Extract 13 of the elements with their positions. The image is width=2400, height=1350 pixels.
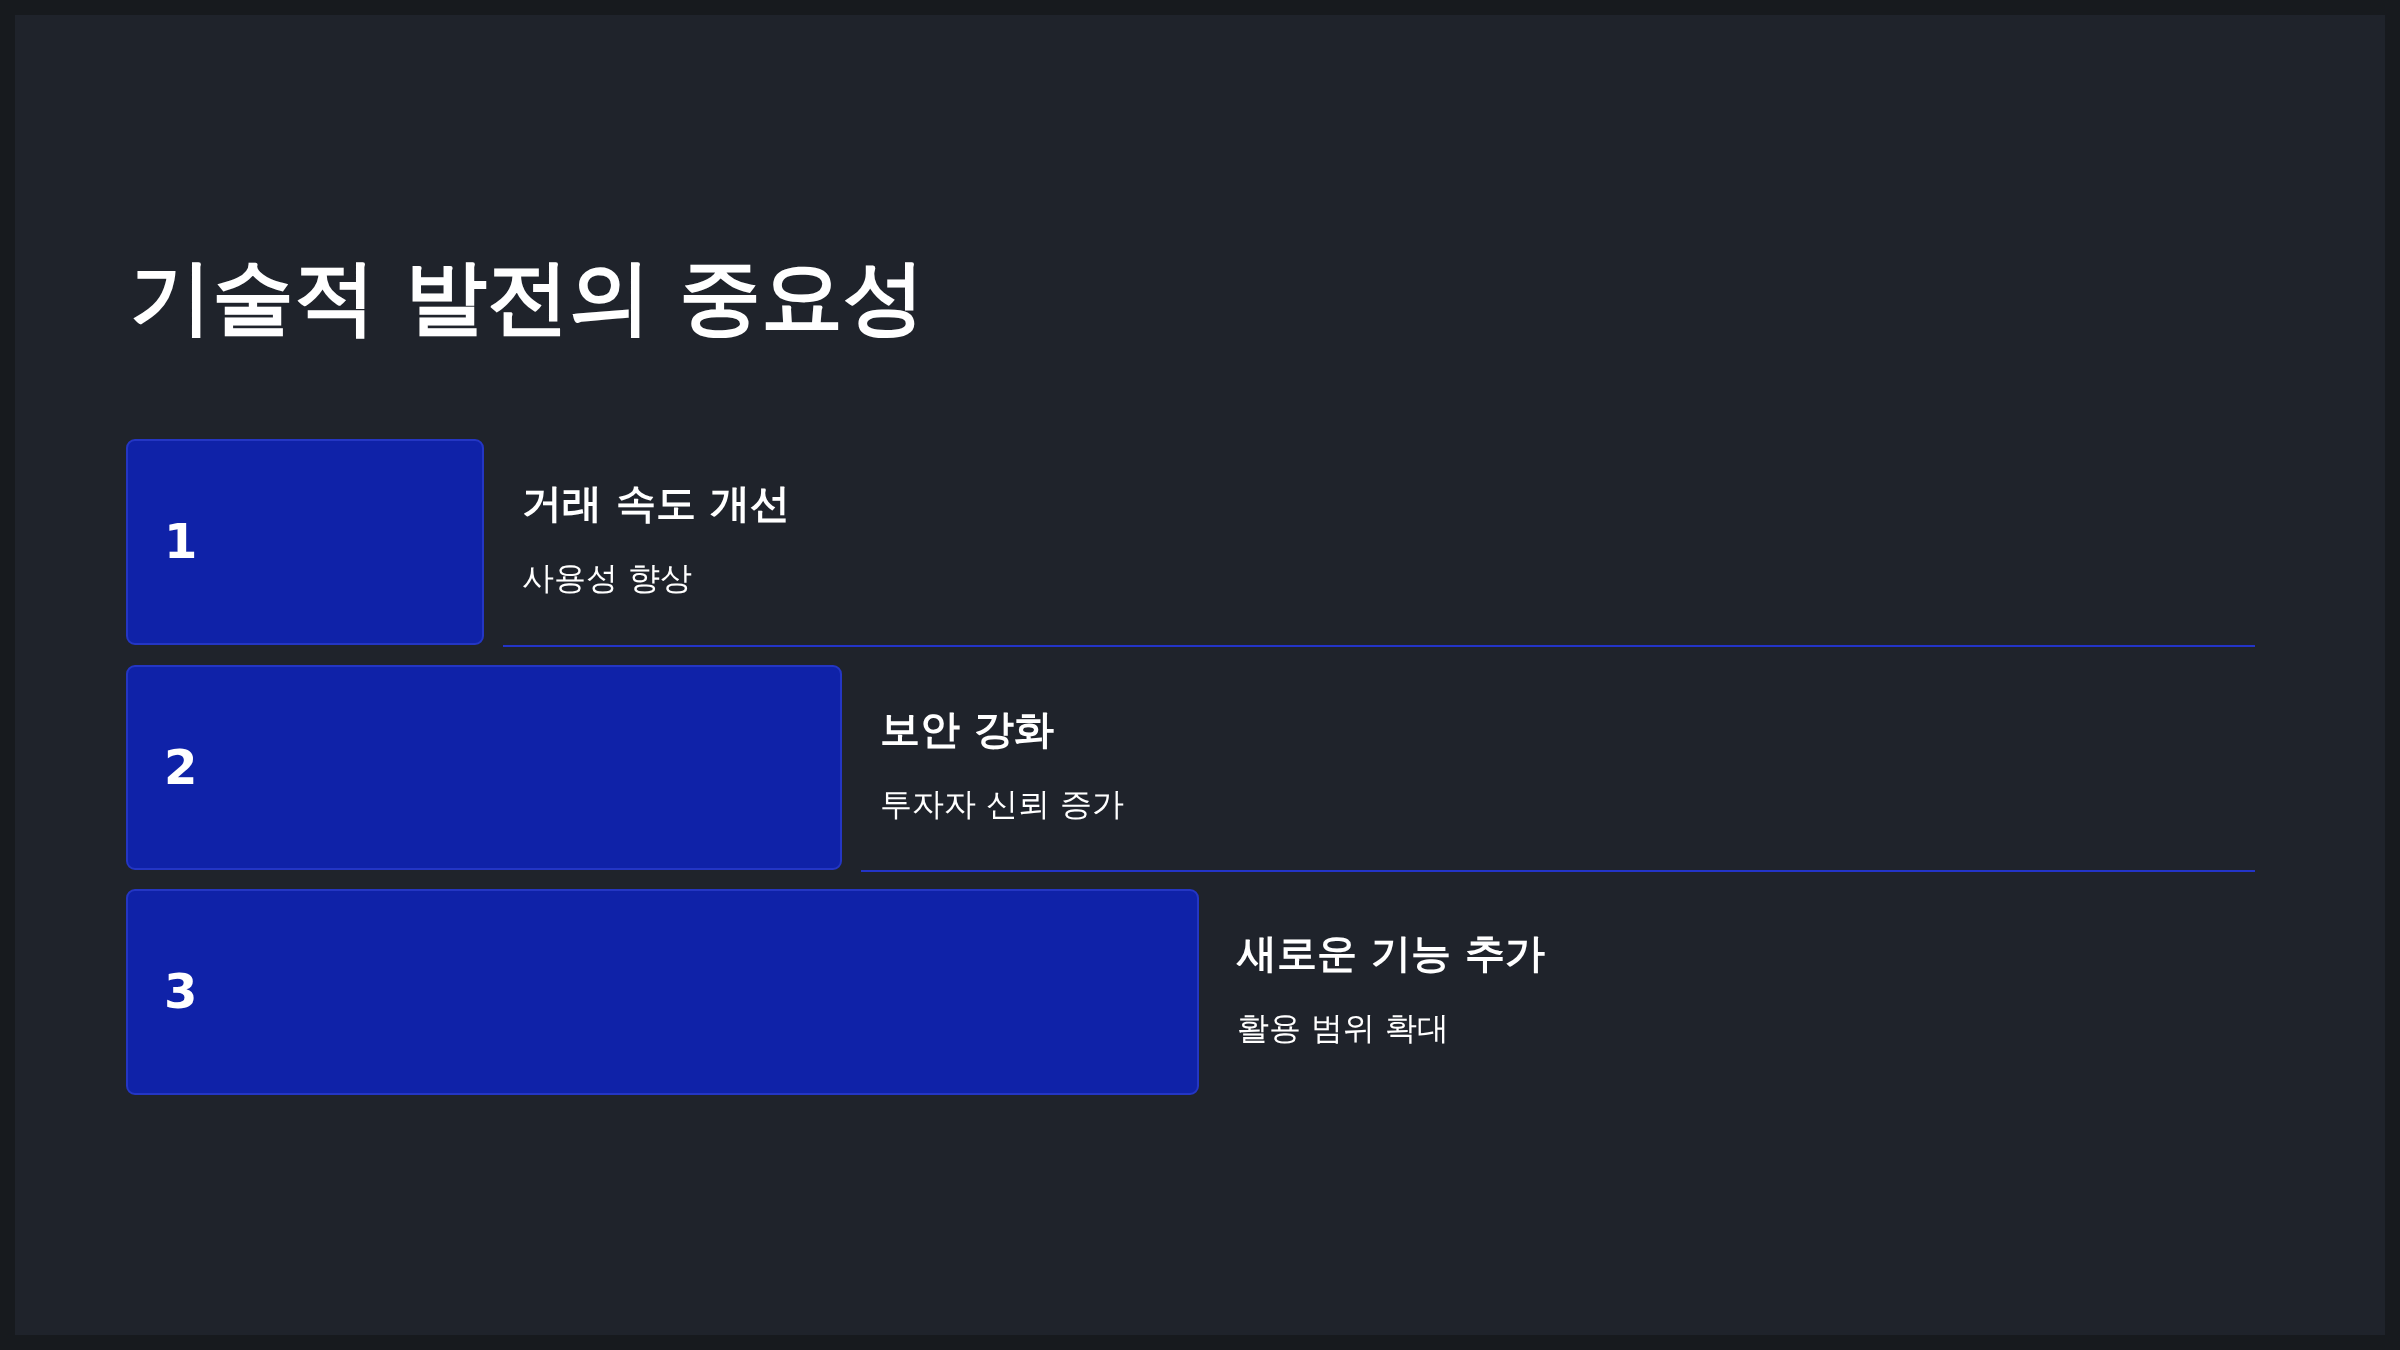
step-bar: [126, 889, 1199, 1095]
step-heading: 거래 속도 개선: [522, 479, 790, 528]
step-heading: 보안 강화: [880, 705, 1054, 754]
step-heading: 새로운 기능 추가: [1237, 929, 1545, 978]
step-description: 사용성 향상: [522, 558, 693, 598]
step-bar: [126, 439, 484, 645]
step-description: 활용 범위 확대: [1237, 1008, 1450, 1048]
step-number: 1: [164, 513, 198, 571]
step-bar: [126, 665, 842, 870]
step-number: 3: [164, 963, 198, 1021]
step-description: 투자자 신뢰 증가: [880, 784, 1125, 824]
step-number: 2: [164, 738, 198, 797]
slide-title: 기술적 발전의 중요성: [130, 248, 926, 346]
